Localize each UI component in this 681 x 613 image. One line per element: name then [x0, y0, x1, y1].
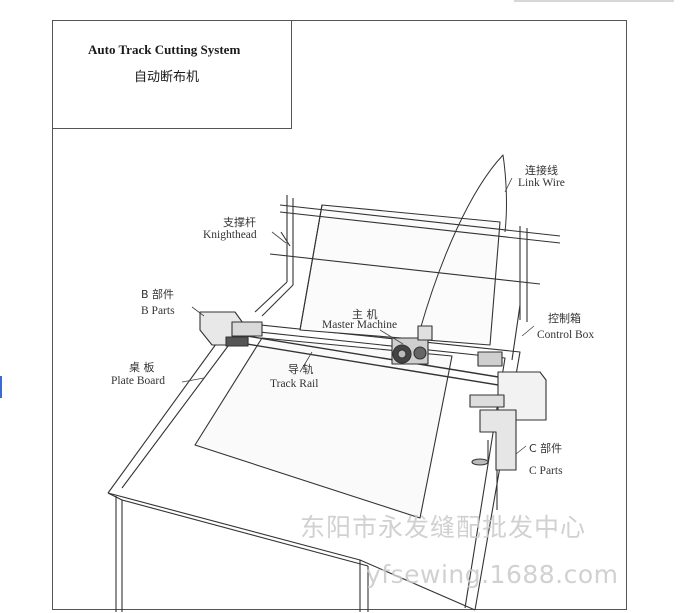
watermark-url: yfsewing.1688.com: [366, 560, 619, 589]
label-b-parts-zh: B 部件: [141, 288, 175, 301]
leader-link-wire: [505, 178, 512, 192]
watermark-chinese: 东阳市永发缝配批发中心: [300, 513, 587, 542]
leader-plate-board: [182, 378, 204, 382]
top-edge-line: [514, 0, 674, 2]
title-box: [52, 20, 292, 129]
label-c-parts-zh: C 部件: [529, 442, 563, 455]
label-knighthead-en: Knighthead: [203, 229, 257, 241]
label-plate-board-zh: 桌 板: [129, 361, 155, 374]
label-knighthead-zh: 支撑杆: [223, 216, 256, 229]
label-plate-board-en: Plate Board: [111, 375, 165, 387]
track-rail: [210, 330, 535, 383]
table-leg-left: [108, 493, 122, 612]
fabric-sheet: [195, 338, 452, 518]
c-parts-clamp: [480, 410, 516, 470]
master-machine-body: [392, 326, 432, 364]
label-track-rail-en: Track Rail: [270, 378, 319, 390]
label-link-wire-en: Link Wire: [518, 177, 565, 189]
label-link-wire-zh: 连接线: [525, 164, 558, 177]
diagram-frame: [52, 20, 627, 610]
left-edge-marker: [0, 376, 2, 398]
link-wire: [420, 155, 506, 330]
label-control-box-zh: 控制箱: [548, 312, 581, 325]
label-c-parts-en: C Parts: [529, 465, 563, 477]
leader-control-box: [522, 326, 534, 336]
label-control-box-en: Control Box: [537, 329, 595, 341]
label-b-parts-en: B Parts: [141, 305, 175, 317]
leader-knighthead: [272, 232, 286, 243]
table-top-inner: [122, 330, 505, 608]
label-master-machine-zh: 主 机: [352, 308, 378, 321]
leader-track-rail: [300, 352, 312, 372]
label-track-rail-zh: 导 轨: [288, 363, 314, 376]
leader-master-machine: [380, 330, 403, 344]
title-chinese: 自动断布机: [134, 70, 200, 85]
leader-b-parts: [192, 307, 204, 316]
leader-c-parts: [516, 446, 526, 454]
title-english: Auto Track Cutting System: [88, 42, 241, 57]
label-master-machine-en: Master Machine: [322, 319, 398, 331]
